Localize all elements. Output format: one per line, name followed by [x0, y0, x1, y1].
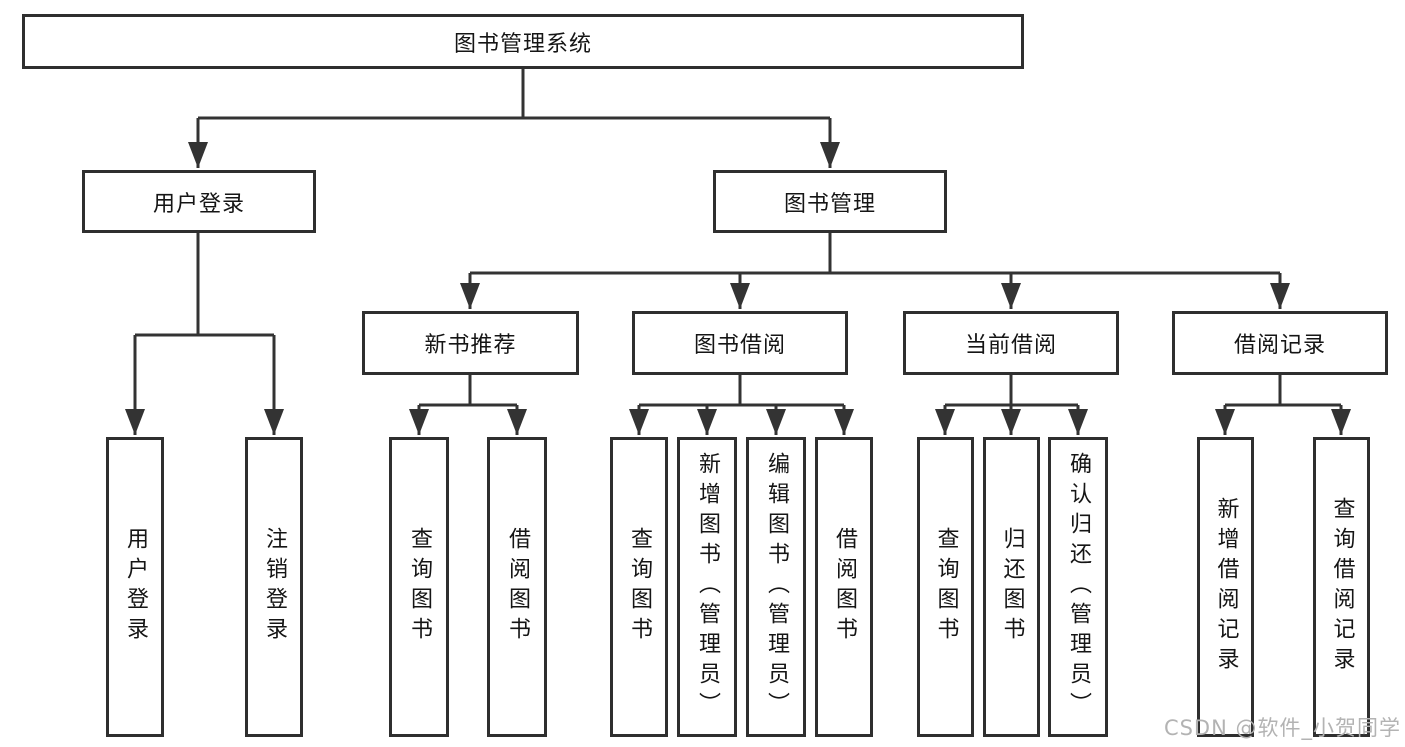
watermark: CSDN @软件_小贺同学 — [1163, 716, 1401, 740]
node-root-library-management-system: 图书管理系统 — [22, 14, 1024, 69]
node-current-borrowing: 当前借阅 — [903, 311, 1119, 375]
leaf-query-books-recommend: 查询图书 — [389, 437, 449, 737]
node-user-login: 用户登录 — [82, 170, 316, 233]
leaf-query-books-borrowing: 查询图书 — [610, 437, 668, 737]
leaf-query-books-current: 查询图书 — [917, 437, 974, 737]
leaf-add-books-admin: 新增图书（管理员） — [677, 437, 737, 737]
leaf-user-login: 用户登录 — [106, 437, 164, 737]
leaf-logout-login: 注销登录 — [245, 437, 303, 737]
leaf-edit-books-admin: 编辑图书（管理员） — [746, 437, 806, 737]
node-book-borrowing: 图书借阅 — [632, 311, 848, 375]
leaf-borrow-books-recommend: 借阅图书 — [487, 437, 547, 737]
node-new-book-recommendation: 新书推荐 — [362, 311, 579, 375]
leaf-return-books: 归还图书 — [983, 437, 1040, 737]
node-borrowing-records: 借阅记录 — [1172, 311, 1388, 375]
leaf-query-borrow-record: 查询借阅记录 — [1313, 437, 1370, 737]
leaf-confirm-return-admin: 确认归还（管理员） — [1048, 437, 1108, 737]
node-book-management: 图书管理 — [713, 170, 947, 233]
leaf-add-borrow-record: 新增借阅记录 — [1197, 437, 1254, 737]
leaf-borrow-books-borrowing: 借阅图书 — [815, 437, 873, 737]
